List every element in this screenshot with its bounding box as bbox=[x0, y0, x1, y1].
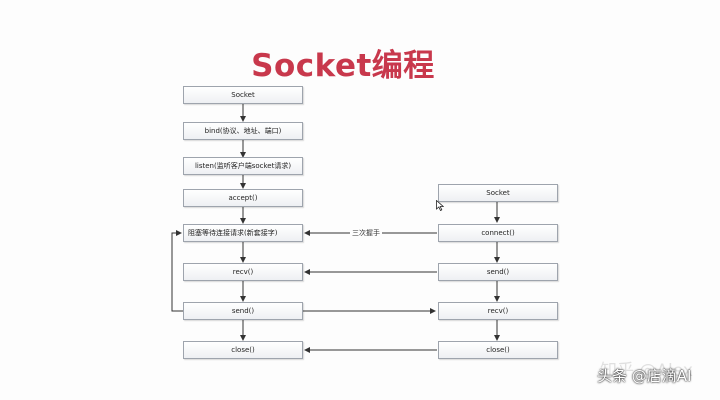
slide-title: Socket编程 bbox=[251, 48, 435, 84]
arrow-loop-back bbox=[171, 230, 183, 312]
server-bind-box: bind(协议、地址、端口) bbox=[183, 122, 303, 140]
client-connect-box: connect() bbox=[438, 224, 558, 242]
server-accept-box: accept() bbox=[183, 189, 303, 207]
watermark-faint: 知乎 @Alex bbox=[600, 361, 693, 381]
handshake-label: 三次握手 bbox=[350, 228, 382, 238]
client-send-box: send() bbox=[438, 263, 558, 281]
client-close-box: close() bbox=[438, 341, 558, 359]
client-socket-box: Socket bbox=[438, 184, 558, 202]
server-send-box: send() bbox=[183, 302, 303, 320]
server-socket-box: Socket bbox=[183, 86, 303, 104]
server-recv-box: recv() bbox=[183, 263, 303, 281]
watermark: 头条 @店滴AI bbox=[597, 367, 692, 385]
mouse-cursor-icon bbox=[436, 200, 444, 211]
client-recv-box: recv() bbox=[438, 302, 558, 320]
server-listen-box: listen(监听客户端socket请求) bbox=[183, 157, 303, 175]
server-blocking-box: 阻塞等待连接请求(新套接字) bbox=[183, 224, 303, 242]
server-close-box: close() bbox=[183, 341, 303, 359]
